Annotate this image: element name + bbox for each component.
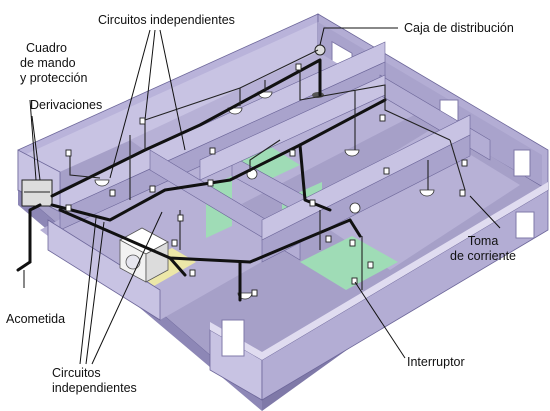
partition-right-1 [199,74,386,181]
label-circuitos-independientes-bottom: Circuitos independientes [52,366,137,396]
outlets [65,63,468,297]
leader-lines [23,27,501,365]
label-circuitos-independientes-top: Circuitos independientes [98,13,235,27]
main-cables [16,58,387,302]
label-cuadro-line3: y protección [20,71,88,85]
window-back-3 [513,149,531,177]
label-circuitos-bottom-line2: independientes [52,381,137,395]
label-caja-distribucion: Caja de distribución [404,21,514,35]
label-cuadro-line2: de mando [20,56,76,70]
label-acometida: Acometida [6,312,66,326]
label-interruptor: Interruptor [407,355,465,369]
label-toma-line1: Toma [467,234,499,248]
partition-right-2-face [261,134,471,263]
green-zone-4 [300,236,398,290]
window-front-2 [515,211,535,239]
lamp-8 [349,202,361,214]
front-right-wall-top [262,182,548,360]
washer-side [145,241,169,283]
lamp-5 [419,189,435,197]
washer-door [125,254,141,270]
label-circuitos-bottom-line1: Circuitos [52,366,101,380]
label-toma-corriente: Toma de corriente [450,234,516,264]
back-left-wall-face [24,22,318,188]
window-front-1 [221,319,245,357]
main-panel [21,179,53,207]
label-derivaciones: Derivaciones [30,98,103,112]
lamp-1 [94,179,110,187]
label-cuadro-line1: Cuadro [26,41,67,55]
label-cuadro: Cuadro de mando y protección [20,41,87,86]
lamp-4 [344,149,360,157]
thin-circuit-lines [69,49,466,290]
distribution-box [314,44,326,56]
label-toma-line2: de corriente [450,249,517,263]
